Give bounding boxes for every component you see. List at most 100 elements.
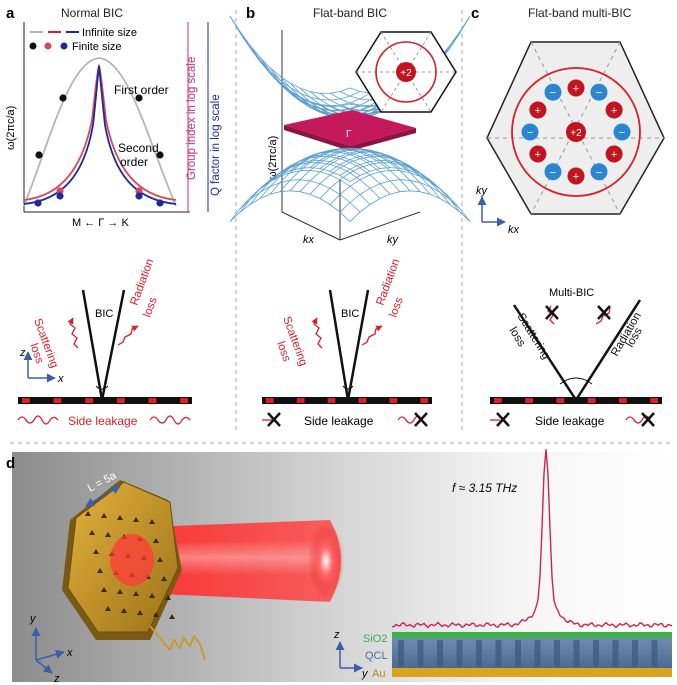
cone-angle [559,377,593,385]
minus-label: − [596,87,602,99]
mesh-line [229,15,351,94]
center-charge [566,122,586,142]
crystal-hole [161,576,167,581]
qcl-trenches [398,640,658,667]
panel-d: d L = 5a y x z f ≈ 3.15 THz SiO2 QCL Au [6,449,673,685]
layer-label-qcl: QCL [365,650,388,662]
panel-label-a: a [6,5,15,22]
slab-red-segment [358,398,367,403]
blue-dot [34,199,42,207]
crystal-hole [101,587,107,592]
crystal-hole [89,530,95,535]
mesh-line [289,148,411,192]
trench [495,640,502,667]
axis-z-label: z [19,347,26,359]
trench [651,640,658,667]
blue-curve [23,65,177,205]
crystal-hole [149,593,155,598]
trench [554,640,560,667]
slab-red-segment [180,398,189,403]
plus-label: + [535,149,541,161]
second-order-label-2: order [120,155,148,169]
b-y-axis-label: ω(2πc/a) [267,136,279,180]
slab-red-segment [619,398,627,403]
slab-strip [18,397,192,404]
cone-right [346,289,370,401]
group-index-label: Group index in log scale [186,57,198,180]
kx-label-c: kx [508,224,520,236]
gamma-label: Γ [346,129,352,140]
crystal-hole [117,589,123,594]
inset-charge-dot [396,62,416,82]
layer-qcl [392,638,672,668]
minus-charge [521,123,539,141]
freq-label: f ≈ 3.15 THz [452,481,517,495]
radiation-wave [595,307,611,325]
inset-diag [380,31,432,113]
slab [490,397,662,404]
mesh-line [299,147,421,192]
mesh-line [239,32,361,101]
slab-red-segment [148,398,157,403]
blue-dot [156,199,164,207]
mesh-line [339,179,461,213]
title-a: Normal BIC [61,6,123,20]
crystal-hole [93,549,99,554]
layer-label-au: Au [372,668,385,680]
radiation-label-2: loss [142,295,160,319]
radiation-label-2: loss [388,295,406,319]
slab-red-segment [493,398,502,403]
crystal-hole [153,612,159,617]
plus-charge [605,101,623,119]
mesh-line [229,190,351,222]
plus-charge [529,145,547,163]
black-dot [35,151,43,159]
slab-strip [490,397,662,404]
b-ky-edge [339,211,421,241]
a-y-axis-label: ω(2πc/a) [5,106,17,150]
block-cross-radiation [597,305,611,320]
cone-left [81,289,104,401]
trench [593,640,599,667]
red-dot [56,187,64,195]
d-z-arrow [35,659,53,674]
layer-sio2 [392,632,672,638]
leak-wave-right [149,415,191,425]
first-order-label: First order [114,83,169,97]
legend-red-dot [44,42,52,50]
black-dot [156,151,164,159]
plus-charge [529,101,547,119]
kx-label-b: kx [303,234,315,246]
slab-red-segment [556,398,565,403]
slab-red-segment [53,398,62,403]
flat-band-edge [284,125,416,151]
side-leakage-c: Side leakage [535,414,605,428]
block-cross-right [414,412,428,427]
mesh-line [349,167,471,222]
cone-angle [95,385,109,390]
radiation-wave [117,325,139,346]
cone-right [100,289,126,401]
size-arrow-back [85,485,121,507]
mesh-line [239,179,361,213]
plus-charge [605,145,623,163]
blue-dot [56,192,64,200]
black-dot [59,94,67,102]
a-x-axis-label: M ← Γ → K [72,217,129,229]
mesh-line [329,154,451,205]
inset-charge-label: +2 [400,68,412,79]
mesh-line [259,61,381,111]
d-axis-z: z [53,673,60,685]
block-cross-right [641,412,655,427]
crystal-hole [153,538,159,543]
mesh-line [319,150,441,199]
minus-charge [613,123,631,141]
legend-black-dot [29,42,37,50]
minus-label: − [596,167,602,179]
mesh-line [269,156,391,195]
cone-left [512,304,578,401]
block-cross-left [496,412,510,427]
slab [18,397,192,404]
panel-b: b Flat-band BIC ω(2πc/a) Γ kx ky +2 BIC [229,5,471,428]
title-b: Flat-band BIC [313,6,387,20]
